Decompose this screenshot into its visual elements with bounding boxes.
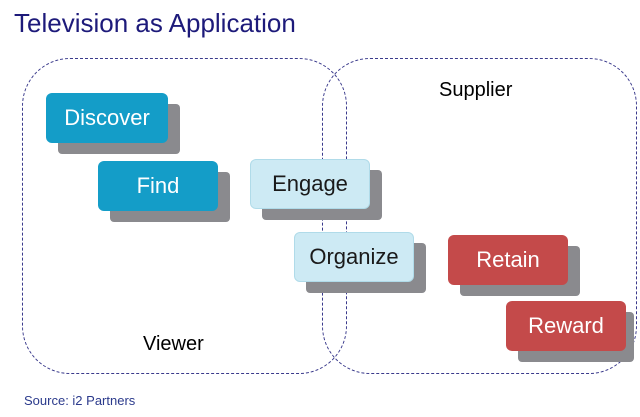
stage-engage: Engage	[250, 159, 370, 209]
stage-organize: Organize	[294, 232, 414, 282]
stage-reward: Reward	[506, 301, 626, 351]
viewer-label: Viewer	[143, 333, 204, 355]
stage-find: Find	[98, 161, 218, 211]
stage-discover: Discover	[46, 93, 168, 143]
diagram-title: Television as Application	[14, 8, 296, 38]
source-note: Source: i2 Partners	[24, 393, 136, 408]
stage-retain: Retain	[448, 235, 568, 285]
supplier-label: Supplier	[439, 79, 513, 101]
